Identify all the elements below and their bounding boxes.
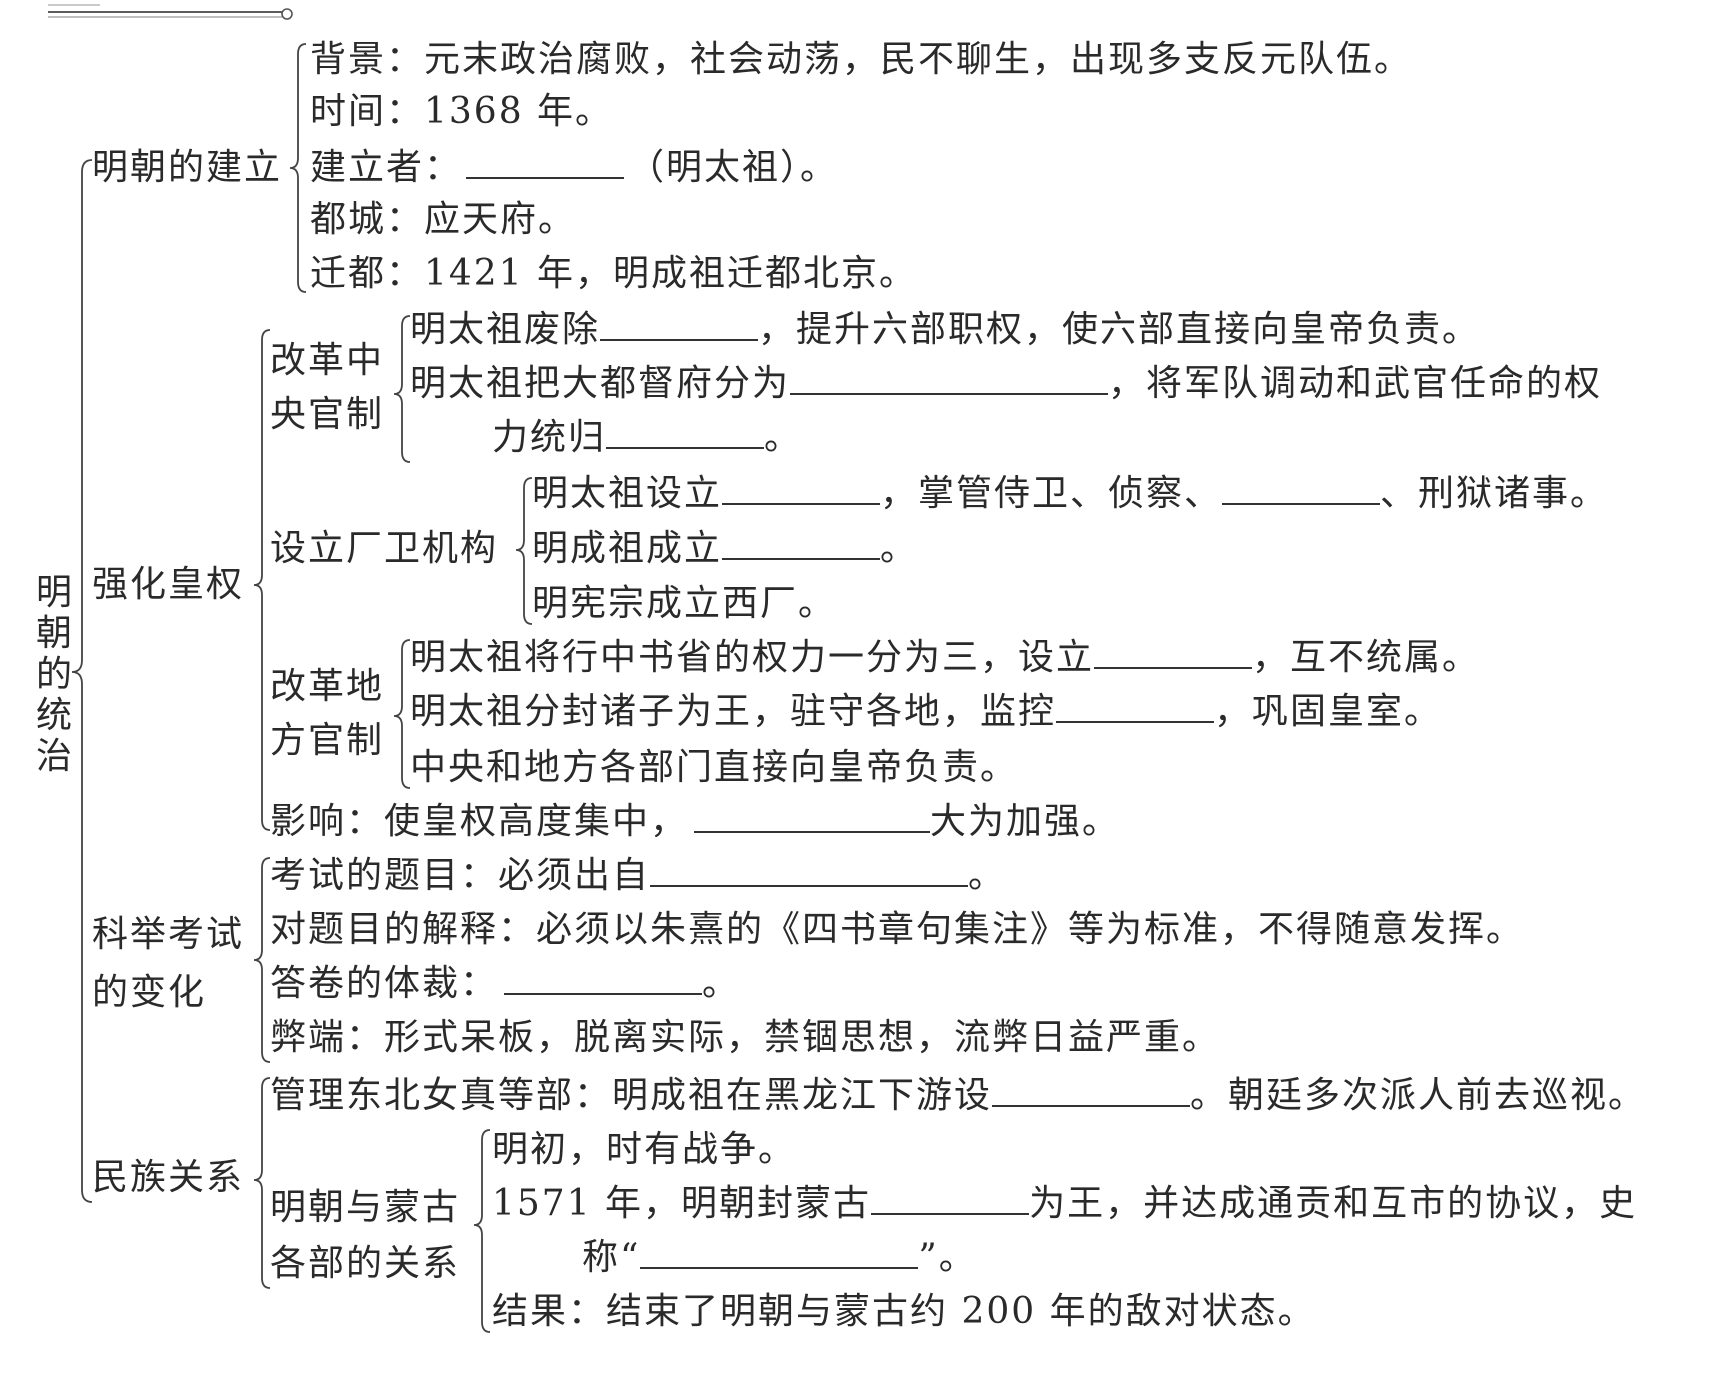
impact-line: 影响：使皇权高度集中， 大为加强。 — [270, 800, 1120, 844]
exam-topic-prefix: 考试的题目：必须出自 — [270, 855, 651, 896]
exam-title-line: 的变化 — [92, 972, 207, 1013]
chang-1-blank-b[interactable] — [1222, 477, 1381, 505]
mongol-title: 明朝与蒙古 各部的关系 — [270, 1180, 460, 1292]
root-title-char: 统 — [35, 695, 72, 736]
northeast-prefix: 管理东北女真等部：明成祖在黑龙江下游设 — [270, 1075, 993, 1116]
imperial-title: 强化皇权 — [92, 564, 245, 605]
chang-1-prefix: 明太祖设立 — [532, 473, 723, 514]
founder-blank[interactable] — [466, 151, 625, 179]
chang-line-1: 明太祖设立 ，掌管侍卫、侦察、 、刑狱诸事。 — [532, 472, 1608, 516]
local-line-1: 明太祖将行中书省的权力一分为三，设立 ，互不统属。 — [410, 636, 1480, 680]
mongol-line-2: 1571 年，明朝封蒙古 为王，并达成通贡和互市的协议，史 — [492, 1182, 1637, 1226]
central-title-line: 央官制 — [270, 394, 385, 435]
mongol-title-line: 各部的关系 — [270, 1243, 461, 1284]
chang-title: 设立厂卫机构 — [270, 528, 499, 569]
exam-title-line: 科举考试 — [92, 914, 245, 955]
chang-line-3: 明宪宗成立西厂。 — [532, 583, 837, 624]
northeast-blank[interactable] — [992, 1079, 1191, 1107]
local-line-2: 明太祖分封诸子为王，驻守各地，监控 ，巩固皇室。 — [410, 690, 1442, 734]
ethnic-title: 民族关系 — [92, 1157, 245, 1198]
chang-2-suffix: 。 — [880, 528, 919, 569]
root-title: 明 朝 的 统 治 — [34, 572, 74, 777]
chang-1-blank-a[interactable] — [722, 477, 881, 505]
local-title: 改革地 方官制 — [270, 660, 384, 768]
local-title-line: 改革地 — [270, 666, 385, 707]
central-2-suffix: ，将军队调动和武官任命的权 — [1108, 363, 1603, 404]
exam-drawback: 弊端：形式呆板，脱离实际，禁锢思想，流弊日益严重。 — [270, 1017, 1221, 1058]
central-line-1: 明太祖废除 ，提升六部职权，使六部直接向皇帝负责。 — [410, 308, 1480, 352]
root-title-char: 的 — [35, 654, 72, 695]
ethnic-northeast: 管理东北女真等部：明成祖在黑龙江下游设 。朝廷多次派人前去巡视。 — [270, 1074, 1646, 1118]
exam-format: 答卷的体裁： 。 — [270, 962, 740, 1006]
exam-topic-suffix: 。 — [968, 855, 1007, 896]
mongol-title-line: 明朝与蒙古 — [270, 1187, 461, 1228]
founding-founder-prefix: 建立者： — [310, 147, 463, 188]
local-title-line: 方官制 — [270, 720, 385, 761]
mongol-2-suffix: 为王，并达成通贡和互市的协议，史 — [1029, 1183, 1638, 1224]
mongol-2-blank[interactable] — [871, 1187, 1030, 1215]
central-line-2: 明太祖把大都督府分为 ，将军队调动和武官任命的权 — [410, 362, 1602, 406]
central-3-prefix: 力统归 — [492, 417, 607, 458]
impact-prefix: 影响：使皇权高度集中， — [270, 801, 689, 842]
chang-1-suffix: 、刑狱诸事。 — [1380, 473, 1609, 514]
central-3-suffix: 。 — [764, 417, 803, 458]
mongol-line-4: 结果：结束了明朝与蒙古约 200 年的敌对状态。 — [492, 1291, 1316, 1332]
central-1-blank[interactable] — [600, 313, 759, 341]
founding-founder-suffix: （明太祖）。 — [628, 147, 839, 188]
exam-format-blank[interactable] — [504, 967, 703, 995]
local-2-blank[interactable] — [1056, 695, 1215, 723]
mongol-3-blank[interactable] — [640, 1241, 919, 1269]
central-2-blank[interactable] — [790, 367, 1109, 395]
exam-title: 科举考试 的变化 — [92, 906, 244, 1022]
exam-interpret: 对题目的解释：必须以朱熹的《四书章句集注》等为标准，不得随意发挥。 — [270, 909, 1525, 950]
chang-2-blank[interactable] — [722, 532, 881, 560]
local-1-prefix: 明太祖将行中书省的权力一分为三，设立 — [410, 637, 1095, 678]
central-title-line: 改革中 — [270, 340, 385, 381]
chang-1-mid: ，掌管侍卫、侦察、 — [880, 473, 1223, 514]
chang-line-2: 明成祖成立 。 — [532, 527, 918, 571]
founding-founder: 建立者： （明太祖）。 — [310, 146, 838, 190]
central-title: 改革中 央官制 — [270, 334, 384, 442]
northeast-suffix: 。朝廷多次派人前去巡视。 — [1190, 1075, 1647, 1116]
mongol-line-1: 明初，时有战争。 — [492, 1129, 797, 1170]
central-1-suffix: ，提升六部职权，使六部直接向皇帝负责。 — [758, 309, 1481, 350]
central-1-prefix: 明太祖废除 — [410, 309, 601, 350]
root-title-char: 治 — [35, 736, 72, 777]
local-2-prefix: 明太祖分封诸子为王，驻守各地，监控 — [410, 691, 1057, 732]
exam-format-prefix: 答卷的体裁： — [270, 963, 499, 1004]
chang-2-prefix: 明成祖成立 — [532, 528, 723, 569]
exam-format-suffix: 。 — [702, 963, 741, 1004]
mongol-3-prefix: 称“ — [582, 1237, 641, 1278]
founding-relocation: 迁都：1421 年，明成祖迁都北京。 — [310, 253, 918, 294]
founding-background: 背景：元末政治腐败，社会动荡，民不聊生，出现多支反元队伍。 — [310, 39, 1413, 80]
central-3-blank[interactable] — [606, 421, 765, 449]
central-line-3: 力统归 。 — [492, 416, 802, 460]
founding-time: 时间：1368 年。 — [310, 91, 614, 132]
mongol-line-3: 称“ ”。 — [582, 1236, 977, 1280]
root-title-char: 明 — [35, 572, 72, 613]
local-line-3: 中央和地方各部门直接向皇帝负责。 — [410, 747, 1019, 788]
local-2-suffix: ，巩固皇室。 — [1214, 691, 1443, 732]
mongol-2-prefix: 1571 年，明朝封蒙古 — [492, 1183, 872, 1224]
exam-topic-blank[interactable] — [650, 859, 969, 887]
local-1-suffix: ，互不统属。 — [1252, 637, 1481, 678]
impact-blank[interactable] — [694, 805, 931, 833]
exam-topic: 考试的题目：必须出自 。 — [270, 854, 1006, 898]
central-2-prefix: 明太祖把大都督府分为 — [410, 363, 791, 404]
founding-title: 明朝的建立 — [92, 147, 283, 188]
local-1-blank[interactable] — [1094, 641, 1253, 669]
impact-suffix: 大为加强。 — [930, 801, 1121, 842]
founding-capital: 都城：应天府。 — [310, 199, 577, 240]
mongol-3-suffix: ”。 — [918, 1237, 977, 1278]
root-title-char: 朝 — [35, 613, 72, 654]
